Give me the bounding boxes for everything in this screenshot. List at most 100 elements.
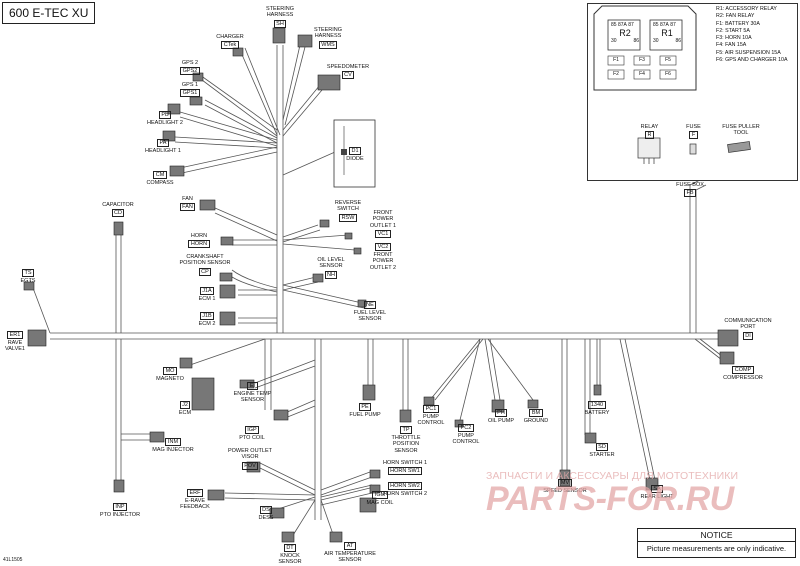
branch-throttle — [402, 339, 409, 410]
label-line: EGTS — [20, 278, 36, 284]
branch-compass — [179, 146, 278, 174]
label-line: OIL PUMP — [487, 418, 515, 424]
erf-connector-icon — [207, 489, 225, 501]
label-line: ECM 1 — [198, 296, 216, 302]
page-title: 600 E-TEC XU — [2, 2, 96, 24]
sh-connector-icon — [272, 27, 286, 44]
label-line: POWER — [372, 258, 394, 265]
connector-code: CTek — [221, 41, 239, 50]
branch-battery — [596, 339, 601, 385]
connector-code: J1A — [199, 287, 215, 295]
rave-valve-icon — [27, 329, 47, 347]
fuse-f1: F1 — [613, 57, 619, 63]
fuse-f6: F6 — [665, 71, 671, 77]
label-line: MAGNETO — [156, 376, 184, 382]
vc2-connector-icon — [353, 247, 362, 255]
branch-ecm1 — [238, 289, 277, 296]
notice-heading: NOTICE — [638, 529, 795, 542]
connector-code: IGM — [372, 491, 388, 499]
label-line: PTO COIL — [239, 435, 265, 441]
branch-starter-sd — [584, 339, 591, 435]
main-trunk — [50, 332, 722, 340]
label-line: CRANKSHAFT — [186, 254, 224, 260]
fuse-f4: F4 — [639, 71, 645, 77]
connector-code: GPS2 — [180, 67, 200, 76]
gps2-connector-icon — [192, 72, 204, 82]
connector-code: PC1 — [423, 405, 439, 413]
branch-gps2 — [199, 74, 278, 137]
connector-code: D1 — [348, 147, 362, 155]
headlight1-connector-icon — [162, 130, 176, 142]
connector-code: VC2 — [375, 243, 391, 251]
branch-vc1 — [282, 234, 349, 241]
branch-fuel-pump — [367, 339, 374, 385]
connector-code: PC2 — [458, 424, 474, 432]
connector-code: PH — [494, 409, 508, 417]
connector-code: AT — [344, 542, 356, 550]
label-line: FUEL PUMP — [349, 412, 381, 418]
mag-injector-wire — [121, 433, 150, 441]
label-line: STARTER — [589, 452, 615, 458]
label-line: FAN — [182, 196, 193, 202]
knock-connector-icon — [281, 531, 295, 543]
connector-code: IGP — [244, 426, 260, 434]
branch-pto-coil — [284, 399, 316, 419]
fan-connector-icon — [199, 199, 216, 211]
connector-code: POV — [241, 461, 259, 470]
branch-fan — [214, 207, 278, 242]
label-line: FUSE BOX — [676, 182, 704, 188]
branch-ecm2 — [238, 317, 277, 324]
label-line: OUTLET 2 — [369, 264, 397, 271]
connector-code: BM — [529, 409, 543, 417]
label-line: VISOR — [241, 454, 259, 461]
label-line: FUEL LEVEL — [353, 310, 387, 316]
starter-connector-icon — [584, 432, 597, 444]
branch-hsw1 — [320, 471, 373, 496]
fuse-part-icon — [689, 143, 697, 155]
inm-connector-icon — [149, 431, 165, 443]
legend-item: R1: ACCESSORY RELAY — [716, 6, 777, 12]
watermark: ЗАПЧАСТИ И АКСЕССУАРЫ ДЛЯ МОТОТЕХНИКИ PA… — [486, 470, 786, 516]
branch-vc2 — [282, 243, 356, 251]
label-line: DESS — [258, 515, 274, 521]
label-line: MAG COIL — [366, 500, 394, 506]
rsw-connector-icon — [319, 219, 330, 228]
comm-port-icon — [717, 329, 739, 347]
label-line: HORN — [190, 233, 208, 239]
label-line: HEADLIGHT 1 — [145, 148, 181, 154]
label-line: CONTROL — [452, 439, 480, 446]
connector-code: HORN — [188, 240, 210, 249]
ecm2-connector-icon — [219, 311, 236, 326]
label-line: PUMP — [423, 414, 439, 420]
label-line: SENSOR — [394, 447, 418, 454]
branch-oil-pump — [484, 338, 501, 401]
label-line: HORN SWITCH 2 — [383, 491, 427, 497]
branch-charger — [239, 47, 281, 136]
label-line: PTO INJECTOR — [99, 512, 141, 518]
connector-code: PE — [358, 403, 372, 411]
branch-ground — [487, 338, 534, 401]
